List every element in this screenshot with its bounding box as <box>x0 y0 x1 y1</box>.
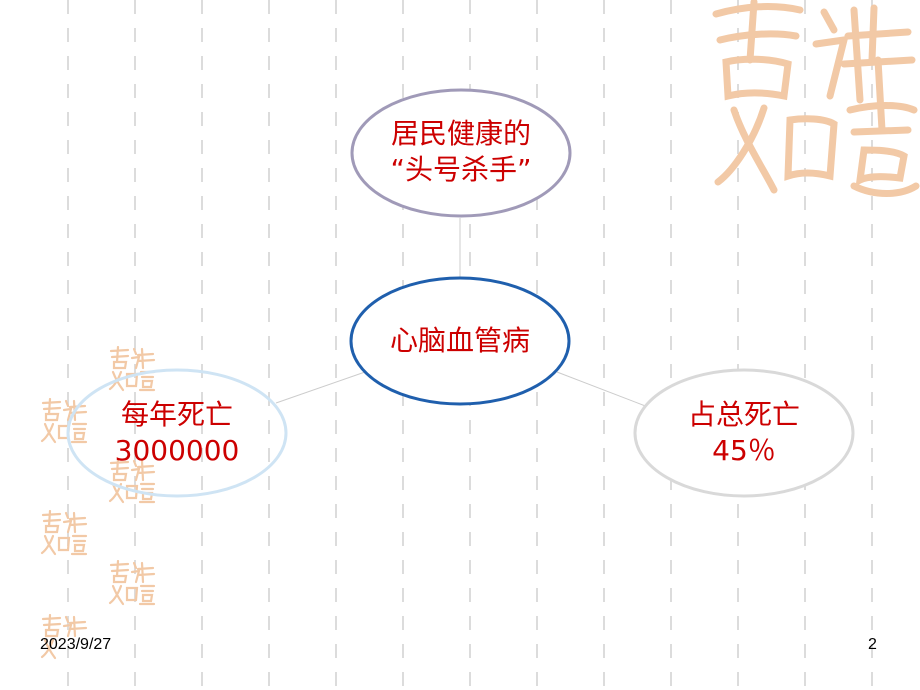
decorative-seal-small <box>40 510 88 556</box>
node-left-text: 每年死亡 3000000 <box>68 397 286 469</box>
node-top-line1: 居民健康的 <box>390 117 531 150</box>
node-right-ellipse <box>633 368 855 498</box>
decorative-seal-small <box>40 614 88 660</box>
node-left-ellipse <box>66 368 288 498</box>
node-left-line1: 每年死亡 <box>120 398 233 431</box>
slide-page-number: 2 <box>868 636 877 653</box>
node-center-label: 心脑血管病 <box>389 324 530 357</box>
node-center-text: 心脑血管病 <box>351 323 569 359</box>
node-top-ellipse <box>350 88 572 218</box>
node-right-text: 占总死亡 45％ <box>635 397 853 469</box>
node-top-line2: “头号杀手” <box>390 153 532 186</box>
node-right-line2: 45％ <box>712 434 776 467</box>
node-top-text: 居民健康的 “头号杀手” <box>352 116 570 188</box>
connector-line-right <box>556 371 649 408</box>
decorative-seal-small <box>108 560 156 606</box>
decorative-seal-small <box>108 458 156 504</box>
node-right-line1: 占总死亡 <box>687 398 800 431</box>
node-center-ellipse <box>349 276 571 406</box>
node-left-line2: 3000000 <box>114 434 240 467</box>
decorative-seal-large <box>712 0 920 197</box>
connector-line-left <box>275 371 366 404</box>
slide-date: 2023/9/27 <box>40 636 112 653</box>
